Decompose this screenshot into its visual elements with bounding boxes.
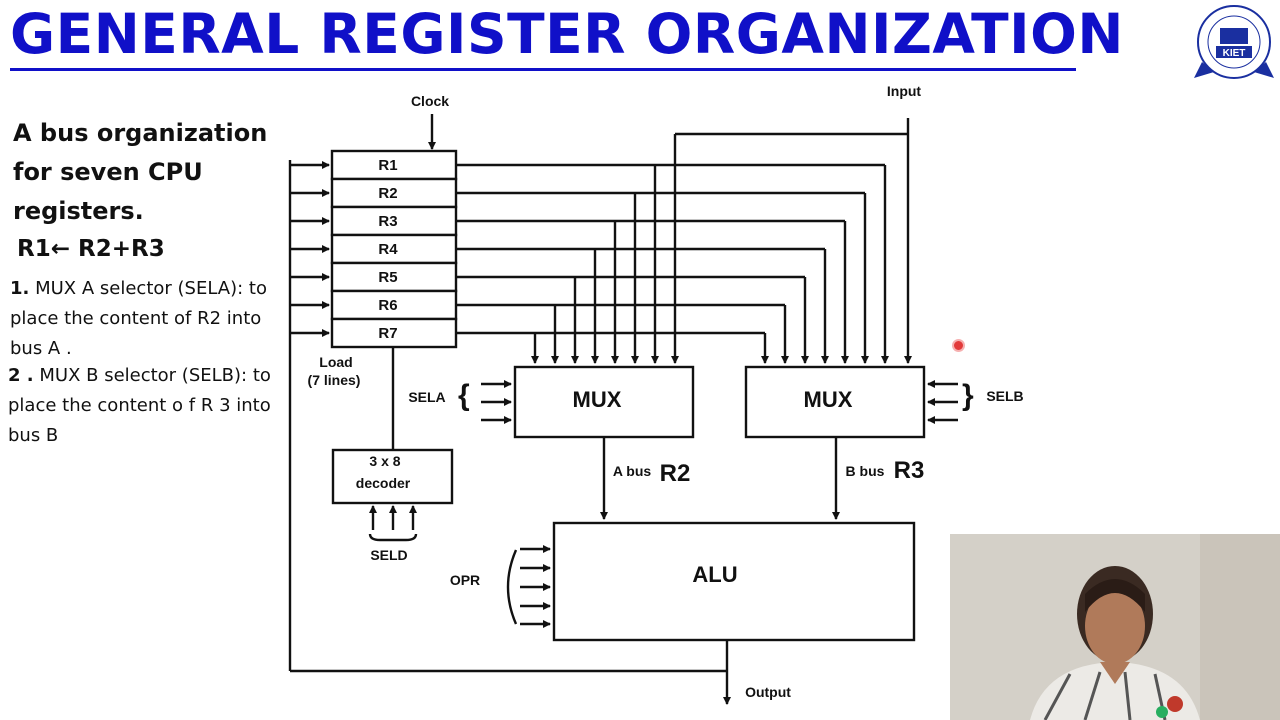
register-label-r6: R6 [378, 297, 397, 314]
register-r4 [330, 233, 458, 265]
selb-label: SELB [986, 388, 1023, 404]
register-r2 [330, 177, 458, 209]
decoder-label-2: decoder [356, 475, 411, 491]
a-bus-label: A bus [613, 463, 652, 479]
register-label-r4: R4 [378, 241, 398, 258]
mux-b-label: MUX [804, 387, 853, 412]
load-lines-label: (7 lines) [308, 372, 361, 388]
step-1: 1. MUX A selector (SELA): to place the c… [10, 274, 280, 364]
seld-brace [368, 533, 418, 542]
decoder-label-1: 3 x 8 [369, 453, 400, 469]
register-label-r5: R5 [378, 269, 397, 286]
b-bus-label: B bus [846, 463, 885, 479]
register-label-r2: R2 [378, 185, 397, 202]
clock-label: Clock [411, 93, 449, 109]
mux-a-label: MUX [573, 387, 622, 412]
load-label: Load [319, 354, 352, 370]
register-label-r3: R3 [378, 213, 397, 230]
slide-heading: A bus organization for seven CPU registe… [13, 119, 268, 225]
step-1-text: MUX A selector (SELA): to place the cont… [10, 278, 267, 359]
record-indicator-icon [952, 339, 965, 352]
opr-label: OPR [450, 572, 480, 588]
a-bus-value: R2 [660, 460, 691, 487]
sela-brace: { [458, 379, 470, 412]
step-1-number: 1. [10, 278, 30, 299]
decoder-box [331, 448, 454, 505]
mux-b-box [744, 365, 926, 439]
kiet-logo: KIET [1194, 5, 1274, 79]
logo-text: KIET [1223, 48, 1246, 59]
register-label-r7: R7 [378, 325, 397, 342]
alu-label: ALU [692, 562, 737, 587]
presenter-webcam [950, 534, 1280, 720]
mux-a-box [513, 365, 695, 439]
selb-brace: } [962, 379, 974, 412]
input-label: Input [887, 83, 922, 99]
step-2-number: 2 . [8, 365, 34, 386]
register-r1 [330, 149, 458, 181]
register-r6 [330, 289, 458, 321]
operation-formula: R1← R2+R3 [17, 236, 165, 262]
alu-box [552, 521, 916, 642]
step-2: 2 . MUX B selector (SELB): to place the … [8, 361, 278, 451]
slide-title: GENERAL REGISTER ORGANIZATION [10, 2, 1124, 66]
register-label-r1: R1 [378, 157, 397, 174]
seld-label: SELD [370, 547, 407, 563]
output-label: Output [745, 684, 791, 700]
step-2-text: MUX B selector (SELB): to place the cont… [8, 365, 271, 446]
b-bus-value: R3 [894, 457, 925, 484]
opr-brace [506, 549, 518, 625]
register-r7 [330, 317, 458, 349]
title-underline [10, 68, 1076, 71]
sela-label: SELA [408, 389, 445, 405]
